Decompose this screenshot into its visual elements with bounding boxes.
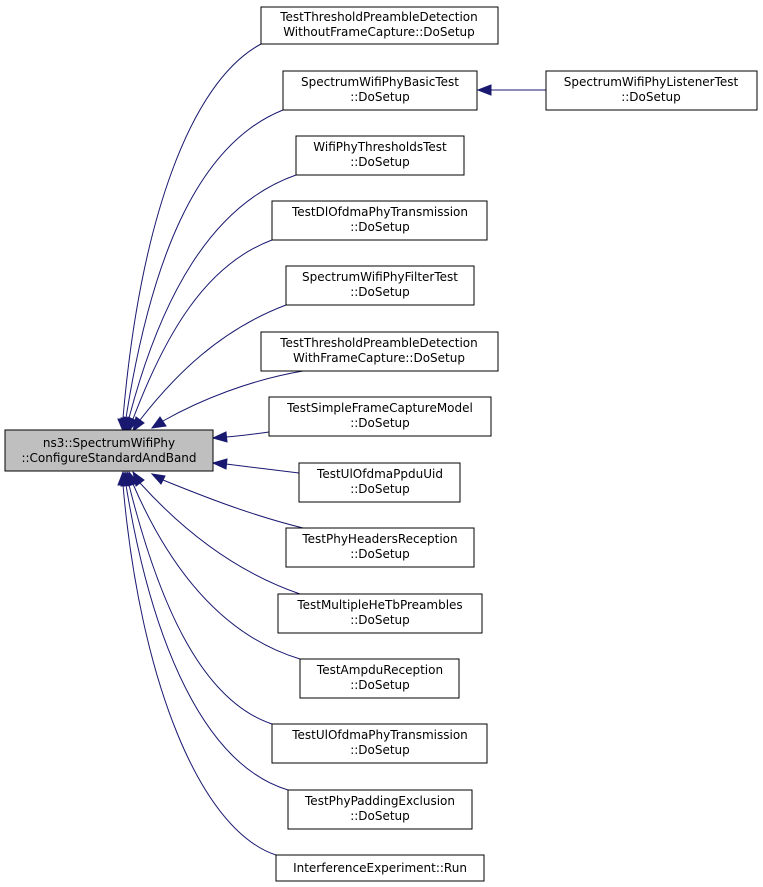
node-dl-ofdma-phy-transmission[interactable]: TestDlOfdmaPhyTransmission ::DoSetup bbox=[271, 200, 488, 241]
node-label-line1: TestPhyPaddingExclusion bbox=[304, 794, 455, 808]
node-label-line2: ::DoSetup bbox=[350, 155, 410, 169]
node-phy-padding-exclusion[interactable]: TestPhyPaddingExclusion ::DoSetup bbox=[287, 789, 473, 830]
node-label-line1: TestUlOfdmaPhyTransmission bbox=[291, 728, 468, 742]
node-label-line1: TestDlOfdmaPhyTransmission bbox=[291, 205, 468, 219]
node-ul-ofdma-phy-transmission[interactable]: TestUlOfdmaPhyTransmission ::DoSetup bbox=[271, 723, 488, 764]
node-label-line2: WithFrameCapture::DoSetup bbox=[293, 351, 465, 365]
edge-n6-to-root bbox=[150, 370, 304, 429]
node-multiple-he-tb-preambles[interactable]: TestMultipleHeTbPreambles ::DoSetup bbox=[277, 593, 483, 634]
edge-n10-to-root bbox=[132, 470, 301, 595]
node-label-line1: TestPhyHeadersReception bbox=[301, 532, 457, 546]
node-label-line1: TestMultipleHeTbPreambles bbox=[296, 598, 462, 612]
node-label-line2: ::ConfigureStandardAndBand bbox=[21, 451, 196, 465]
edge-n9-to-root bbox=[150, 473, 304, 529]
node-phy-headers-reception[interactable]: TestPhyHeadersReception ::DoSetup bbox=[285, 527, 475, 568]
node-label-line1: WifiPhyThresholdsTest bbox=[313, 140, 447, 154]
edge-n2-to-root bbox=[120, 109, 284, 433]
node-ampdu-reception[interactable]: TestAmpduReception ::DoSetup bbox=[299, 658, 460, 699]
edge-n12-to-root bbox=[123, 470, 273, 725]
node-label-line2: ::DoSetup bbox=[350, 220, 410, 234]
node-label-line2: ::DoSetup bbox=[350, 482, 410, 496]
node-label-line1: ns3::SpectrumWifiPhy bbox=[43, 436, 175, 450]
node-wifi-phy-thresholds-test[interactable]: WifiPhyThresholdsTest ::DoSetup bbox=[295, 135, 465, 176]
node-configure-standard-and-band[interactable]: ns3::SpectrumWifiPhy ::ConfigureStandard… bbox=[4, 429, 214, 472]
node-label-line2: ::DoSetup bbox=[350, 613, 410, 627]
node-label-line1: TestThresholdPreambleDetection bbox=[279, 10, 478, 24]
edge-n13-to-root bbox=[120, 470, 289, 791]
node-spectrum-wifi-phy-basic-test[interactable]: SpectrumWifiPhyBasicTest ::DoSetup bbox=[282, 70, 478, 111]
node-label-line1: SpectrumWifiPhyBasicTest bbox=[301, 75, 459, 89]
node-label-line2: WithoutFrameCapture::DoSetup bbox=[283, 25, 475, 39]
edge-n5-to-root bbox=[132, 304, 287, 433]
node-label-line2: ::DoSetup bbox=[350, 90, 410, 104]
node-label-line2: ::DoSetup bbox=[621, 90, 681, 104]
edge-n7-to-root bbox=[211, 431, 270, 443]
node-threshold-preamble-without-capture[interactable]: TestThresholdPreambleDetection WithoutFr… bbox=[260, 6, 499, 45]
node-ul-ofdma-ppdu-uid[interactable]: TestUlOfdmaPpduUid ::DoSetup bbox=[298, 462, 461, 503]
node-spectrum-wifi-phy-listener-test[interactable]: SpectrumWifiPhyListenerTest ::DoSetup bbox=[545, 70, 758, 111]
node-label-line1: TestAmpduReception bbox=[316, 663, 443, 677]
node-label-line1: TestSimpleFrameCaptureModel bbox=[286, 401, 473, 415]
node-simple-frame-capture-model[interactable]: TestSimpleFrameCaptureModel ::DoSetup bbox=[268, 396, 492, 437]
edge-n1-to-root bbox=[117, 43, 262, 433]
node-spectrum-wifi-phy-filter-test[interactable]: SpectrumWifiPhyFilterTest ::DoSetup bbox=[285, 265, 475, 306]
edge-n8-to-root bbox=[211, 458, 300, 474]
edge-n14-to-root bbox=[117, 470, 277, 856]
node-label-line2: ::DoSetup bbox=[350, 416, 410, 430]
node-label-line1: TestThresholdPreambleDetection bbox=[279, 336, 478, 350]
node-label-line2: ::DoSetup bbox=[350, 285, 410, 299]
edge-n2b-to-n2 bbox=[476, 84, 546, 96]
node-label-line2: ::DoSetup bbox=[350, 547, 410, 561]
node-label-line1: InterferenceExperiment::Run bbox=[293, 861, 467, 875]
node-label-line1: TestUlOfdmaPpduUid bbox=[316, 467, 443, 481]
node-interference-experiment-run[interactable]: InterferenceExperiment::Run bbox=[275, 854, 485, 882]
node-label-line1: SpectrumWifiPhyFilterTest bbox=[302, 270, 458, 284]
node-label-line1: SpectrumWifiPhyListenerTest bbox=[564, 75, 739, 89]
node-label-line2: ::DoSetup bbox=[350, 678, 410, 692]
node-label-line2: ::DoSetup bbox=[350, 743, 410, 757]
node-threshold-preamble-with-capture[interactable]: TestThresholdPreambleDetection WithFrame… bbox=[260, 331, 499, 372]
node-label-line2: ::DoSetup bbox=[350, 809, 410, 823]
